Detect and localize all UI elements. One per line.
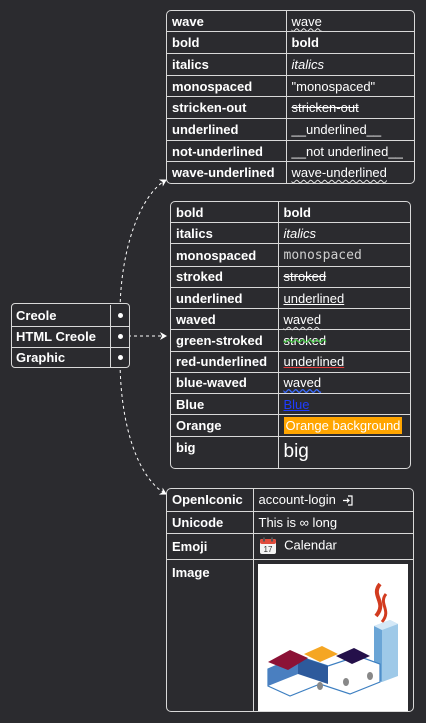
row-value: wave-underlined [291,165,387,181]
row-key: stroked [171,265,279,288]
table-row: OpenIconic account-login [167,489,413,511]
row-key: green-stroked [171,329,279,352]
row-value: wave [291,13,322,29]
row-key: bold [167,31,287,54]
port-creole[interactable] [110,305,129,326]
table-row: underlined__underlined__ [167,118,414,141]
row-key: stricken-out [167,96,287,119]
graphic-panel: OpenIconic account-login Unicode This is… [166,488,414,712]
row-value: italics [291,56,325,72]
row-value: bold [291,35,319,51]
row-value: waved [283,375,322,391]
row-key: Emoji [167,532,254,559]
row-value: __underlined__ [291,121,382,137]
row-key: not-underlined [167,139,287,162]
row-key: Blue [171,392,279,415]
row-key: underlined [171,286,279,309]
port-graphic[interactable] [110,347,129,368]
svg-text:17: 17 [263,545,272,554]
row-key: wave-underlined [167,161,287,183]
row-key: bold [171,202,279,223]
row-value: underlined [283,290,345,306]
port-dot-icon [117,334,123,339]
row-key: Unicode [167,510,254,533]
table-row: not-underlined__not underlined__ [167,139,414,162]
row-value: underlined [283,354,345,370]
row-key: red-underlined [171,350,279,373]
port-html-creole[interactable] [110,326,129,347]
row-value: monospaced [283,248,362,264]
source-node[interactable]: Creole HTML Creole Graphic [11,303,130,368]
row-value: waved [283,311,322,327]
row-key: italics [171,222,279,244]
row-value: Orange background [283,416,403,434]
row-key: Orange [171,414,279,436]
node-label-creole: Creole [16,308,57,323]
row-value: __not underlined__ [291,143,403,159]
java-logo-image [257,563,408,711]
row-value: This is ∞ long [258,514,338,530]
row-value: Calendar [284,537,337,553]
row-key: big [171,435,279,468]
node-divider [12,347,129,348]
row-value: stroked [283,269,327,285]
wire-creole [119,179,167,315]
row-value: stricken-out [291,100,359,116]
calendar-icon: 17 [259,537,276,554]
port-dot-icon [117,355,123,360]
row-key: italics [167,53,287,76]
row-value: bold [283,204,311,220]
row-key: monospaced [171,243,279,267]
wire-graphic [119,357,167,495]
port-dot-icon [117,313,123,318]
table-row: monospaced"monospaced" [167,74,414,97]
java-logo-icon [266,582,398,697]
account-login-icon [343,495,354,506]
table-row: Unicode This is ∞ long [167,510,413,533]
row-key: underlined [167,118,287,141]
row-value: "monospaced" [291,78,376,94]
row-key: OpenIconic [167,489,254,511]
row-value: Blue [283,396,310,412]
table-row: Image [167,558,413,711]
row-value: big [283,441,309,463]
node-row-creole[interactable]: Creole [12,305,129,326]
node-row-graphic[interactable]: Graphic [12,347,129,368]
row-value: stroked [283,332,327,348]
row-value: italics [283,225,317,241]
row-key: Image [167,558,254,711]
row-key: blue-waved [171,371,279,394]
node-row-html-creole[interactable]: HTML Creole [12,326,129,347]
node-label-graphic: Graphic [16,350,66,365]
row-key: wave [167,11,287,32]
row-key: monospaced [167,74,287,97]
node-label-html-creole: HTML Creole [16,329,96,344]
row-key: waved [171,308,279,330]
table-row: Emoji 17 Calendar [167,532,413,559]
row-value: account-login [258,492,336,508]
node-divider [12,326,129,327]
